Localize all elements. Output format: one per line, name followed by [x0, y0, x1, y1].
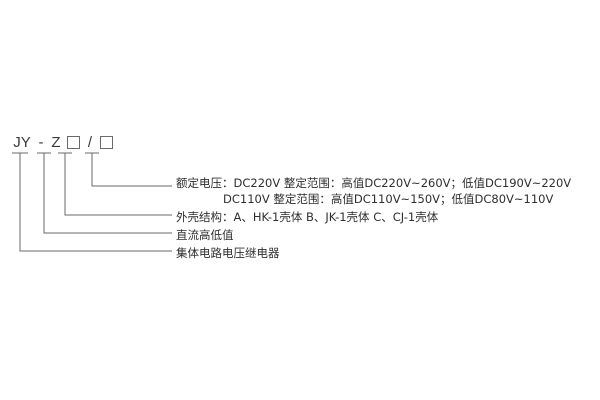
label-rated-voltage: 额定电压：DC220V 整定范围：高值DC220V~260V；低值DC190V~… — [176, 175, 571, 207]
model-code: JY - Z / — [10, 130, 116, 154]
model-code-dash: - — [38, 133, 44, 151]
rated-voltage-line-2: DC110V 整定范围：高值DC110V~150V；低值DC80V~110V — [223, 192, 554, 206]
model-code-slash: / — [87, 133, 93, 151]
leader-dc — [43, 153, 172, 234]
leader-shell — [64, 153, 172, 216]
label-relay-name: 集体电路电压继电器 — [176, 246, 280, 260]
rated-voltage-line-1: 额定电压：DC220V 整定范围：高值DC220V~260V；低值DC190V~… — [176, 176, 572, 190]
leader-relay — [19, 153, 172, 252]
model-code-prefix: JY — [13, 133, 31, 151]
label-dc-high-low: 直流高低值 — [176, 228, 234, 242]
leader-voltage — [91, 153, 172, 187]
label-shell-structure: 外壳结构：A、HK-1壳体 B、JK-1壳体 C、CJ-1壳体 — [176, 210, 439, 224]
model-code-box-voltage — [100, 135, 113, 149]
model-code-letter: Z — [51, 133, 61, 151]
model-code-box-shell — [67, 135, 80, 149]
